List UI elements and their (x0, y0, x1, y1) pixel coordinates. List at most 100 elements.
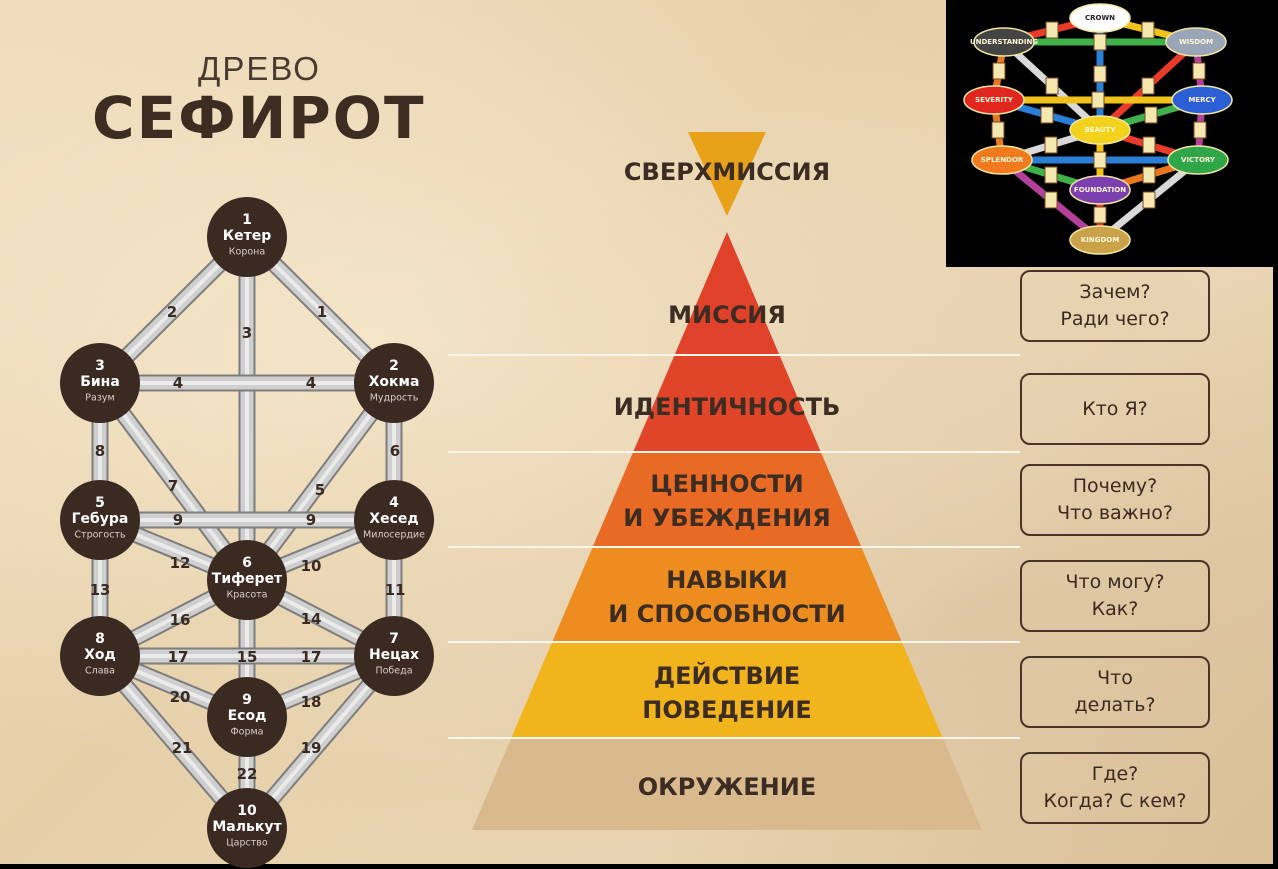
sefira-circle (60, 616, 140, 696)
supermission-triangle (688, 132, 766, 216)
level-label-skills-2: И СПОСОБНОСТИ (608, 600, 845, 628)
question-text-1: Зачем? (1079, 281, 1151, 304)
path-label-4-2: 4 (306, 374, 316, 392)
sefira-meaning: Красота (227, 590, 268, 601)
tarot-card-11 (1144, 106, 1158, 124)
level-label-values-2: И УБЕЖДЕНИЯ (623, 504, 830, 532)
sefira-circle (207, 788, 287, 868)
sefira-circle (354, 616, 434, 696)
question-text-2: Что важно? (1057, 502, 1173, 524)
tarot-sphere-beauty: BEAUTY (1069, 115, 1131, 145)
tarot-sphere-label: WISDOM (1179, 38, 1213, 46)
level-label-supermission: СВЕРХМИССИЯ (624, 158, 830, 186)
tarot-card-13 (1193, 121, 1207, 139)
tarot-tree-image: CROWN UNDERSTANDING WISDOM SEVERITY MERCY BEA… (963, 3, 1233, 255)
sefira-circle (60, 343, 140, 423)
sefira-name: Ход (84, 647, 116, 663)
question-box-environment: Где?Когда? С кем? (1020, 752, 1210, 824)
tarot-sphere-label: CROWN (1085, 14, 1115, 22)
path-label-12: 12 (170, 554, 191, 572)
level-label-action-1: ДЕЙСТВИЕ (654, 661, 801, 690)
tarot-sphere-kingdom: KINGDOM (1069, 225, 1131, 255)
levels-pyramid: СВЕРХМИССИЯ МИССИЯ ИДЕНТИЧНОСТЬ ЦЕННОСТИ И У… (448, 132, 1020, 830)
tarot-sphere-label: BEAUTY (1085, 126, 1117, 134)
title-line-1: ДРЕВО (198, 50, 321, 87)
sefira-meaning: Слава (85, 666, 115, 677)
path-label-4-1: 4 (173, 374, 183, 392)
path-label-1: 1 (317, 303, 327, 321)
sefira-circle (207, 540, 287, 620)
sefira-number: 4 (389, 495, 399, 511)
path-label-3: 3 (242, 324, 252, 342)
path-label-18: 18 (301, 693, 322, 711)
tarot-card-20 (1044, 191, 1058, 209)
level-label-values-1: ЦЕННОСТИ (650, 470, 803, 498)
tarot-sphere-label: FOUNDATION (1074, 186, 1126, 194)
sefira-circle (354, 343, 434, 423)
sefira-circle (207, 677, 287, 757)
question-text-2: делать? (1074, 694, 1156, 716)
sefira-number: 9 (242, 692, 252, 708)
sefira-name: Хесед (369, 511, 418, 527)
tarot-card-15 (1142, 136, 1156, 154)
sefira-name: Есод (228, 708, 267, 724)
path-label-21: 21 (172, 739, 193, 757)
pyramid-band-values (592, 452, 862, 547)
path-label-6: 6 (390, 442, 400, 460)
question-text-1: Почему? (1072, 475, 1158, 498)
path-label-19: 19 (301, 739, 322, 757)
sefira-meaning: Строгость (74, 530, 126, 541)
path-5-highlight (245, 381, 396, 582)
sefira-name: Нецах (369, 647, 419, 663)
tarot-card-4 (1093, 33, 1107, 51)
path-label-16: 16 (170, 611, 191, 629)
question-text-2: Когда? С кем? (1043, 790, 1187, 812)
tarot-sphere-shape (1069, 225, 1131, 255)
sefira-name: Малькут (212, 819, 282, 835)
sefira-number: 8 (95, 631, 105, 647)
sefira-number: 5 (95, 495, 105, 511)
pyramid-band-identity (633, 355, 821, 452)
sefira-circle (60, 480, 140, 560)
question-text-1: Что (1097, 667, 1133, 690)
question-box-skills: Что могу?Как? (1020, 560, 1210, 632)
sefira-number: 6 (242, 555, 252, 571)
tarot-card-3 (1093, 65, 1107, 83)
question-text-1: Кто Я? (1082, 397, 1148, 420)
path-label-20: 20 (170, 688, 191, 706)
question-box-values: Почему? Что важно? (1020, 464, 1210, 536)
tarot-sphere-label: MERCY (1188, 96, 1216, 104)
sefira-number: 2 (389, 358, 399, 374)
sefira-meaning: Корона (229, 247, 265, 258)
tarot-tree-inset: CROWN UNDERSTANDING WISDOM SEVERITY MERCY BEA… (946, 0, 1278, 267)
sefira-meaning: Форма (230, 727, 263, 738)
tarot-sphere-understanding: UNDERSTANDING (970, 27, 1038, 57)
tarot-sphere-shape (1171, 85, 1233, 115)
sefira-name: Хокма (369, 374, 420, 390)
question-box-mission: Зачем?Ради чего? (1020, 270, 1210, 342)
tarot-sphere-splendor: SPLENDOR (971, 145, 1033, 175)
path-label-5: 5 (315, 481, 325, 499)
question-text-2: Как? (1091, 598, 1139, 620)
sefira-number: 1 (242, 212, 252, 228)
level-label-mission: МИССИЯ (668, 301, 786, 329)
sefira-circle (207, 197, 287, 277)
path-label-7: 7 (168, 477, 178, 495)
tarot-card-19 (1142, 166, 1156, 184)
pyramid-band-mission (674, 232, 780, 355)
level-label-identity: ИДЕНТИЧНОСТЬ (614, 393, 841, 421)
tarot-sphere-label: SEVERITY (975, 96, 1014, 104)
sefira-meaning: Победа (375, 666, 412, 677)
tarot-sphere-victory: VICTORY (1167, 145, 1229, 175)
tarot-sphere-label: VICTORY (1181, 156, 1216, 164)
